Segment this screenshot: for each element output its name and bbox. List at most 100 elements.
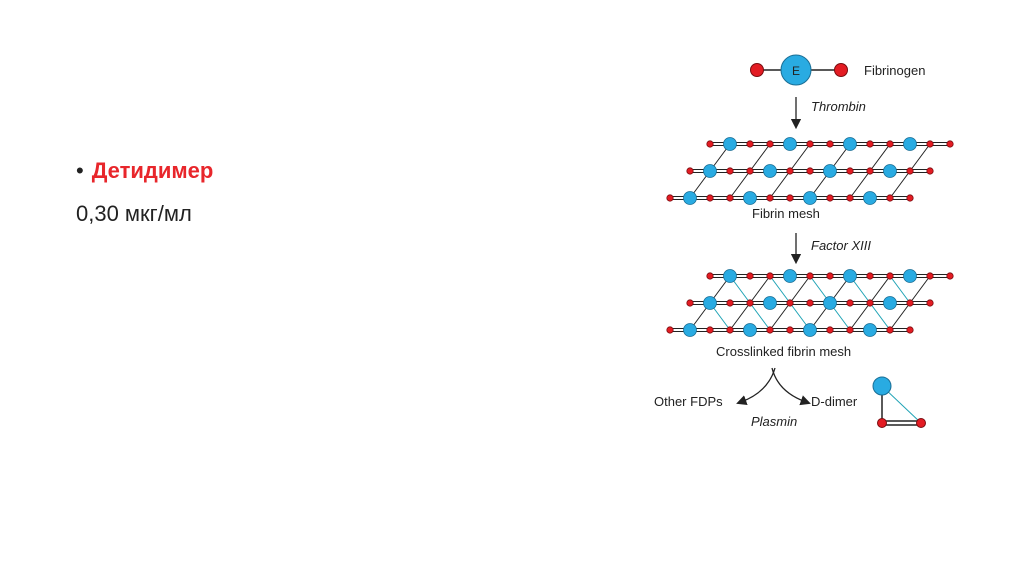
mesh-d-node <box>666 326 674 334</box>
crosslinked-mesh-label: Crosslinked fibrin mesh <box>716 344 851 359</box>
mesh-d-node <box>926 272 934 280</box>
mesh-d-node <box>746 299 754 307</box>
bullet-marker: • <box>76 158 84 183</box>
mesh-d-node <box>706 326 714 334</box>
mesh-d-node <box>766 326 774 334</box>
mesh-d-node <box>926 299 934 307</box>
mesh-d-node <box>786 167 794 175</box>
mesh-d-node <box>866 167 874 175</box>
mesh-d-node <box>746 272 754 280</box>
mesh-d-node <box>906 299 914 307</box>
crosslinked-fibrin-mesh <box>666 269 954 337</box>
mesh-d-node <box>786 326 794 334</box>
thrombin-label: Thrombin <box>811 99 866 114</box>
mesh-d-node <box>866 140 874 148</box>
fibrin-mesh-label: Fibrin mesh <box>752 206 820 221</box>
mesh-e-node <box>783 137 797 151</box>
mesh-e-node <box>863 323 877 337</box>
fibrinogen-label: Fibrinogen <box>864 63 925 78</box>
mesh-d-node <box>906 326 914 334</box>
fibrinogen-d-domain-left <box>750 63 764 77</box>
mesh-d-node <box>866 272 874 280</box>
mesh-d-node <box>806 299 814 307</box>
mesh-d-node <box>826 194 834 202</box>
mesh-d-node <box>706 272 714 280</box>
mesh-e-node <box>683 191 697 205</box>
mesh-e-node <box>883 296 897 310</box>
mesh-d-node <box>686 167 694 175</box>
mesh-d-node <box>706 194 714 202</box>
fibrinogen-center-label: E <box>792 64 800 78</box>
mesh-e-node <box>703 164 717 178</box>
mesh-d-node <box>826 272 834 280</box>
mesh-d-node <box>886 140 894 148</box>
fibrin-mesh <box>666 137 954 205</box>
plasmin-arrow-left <box>736 367 776 406</box>
d-dimer-d-node-right <box>916 418 926 428</box>
mesh-d-node <box>786 194 794 202</box>
fibrinogen-d-domain-right <box>834 63 848 77</box>
mesh-d-node <box>786 299 794 307</box>
mesh-e-node <box>803 323 817 337</box>
mesh-d-node <box>766 194 774 202</box>
mesh-d-node <box>846 299 854 307</box>
plasmin-label: Plasmin <box>751 414 797 429</box>
mesh-e-node <box>703 296 717 310</box>
mesh-d-node <box>906 167 914 175</box>
mesh-e-node <box>823 296 837 310</box>
mesh-d-node <box>726 167 734 175</box>
mesh-d-node <box>806 272 814 280</box>
mesh-d-node <box>846 194 854 202</box>
mesh-d-node <box>826 140 834 148</box>
mesh-d-node <box>746 140 754 148</box>
mesh-e-node <box>763 296 777 310</box>
plasmin-arrow-right <box>771 367 811 406</box>
mesh-e-node <box>843 137 857 151</box>
mesh-e-node <box>803 191 817 205</box>
mesh-d-node <box>806 167 814 175</box>
mesh-e-node <box>743 323 757 337</box>
mesh-d-node <box>686 299 694 307</box>
mesh-e-node <box>783 269 797 283</box>
mesh-e-node <box>903 269 917 283</box>
mesh-e-node <box>903 137 917 151</box>
factor-xiii-label: Factor XIII <box>811 238 871 253</box>
mesh-d-node <box>886 194 894 202</box>
mesh-d-node <box>726 299 734 307</box>
d-dimer-e-node <box>872 376 892 396</box>
mesh-e-node <box>843 269 857 283</box>
mesh-d-node <box>906 194 914 202</box>
mesh-e-node <box>763 164 777 178</box>
d-dimer-label: D-dimer <box>811 394 858 409</box>
mesh-d-node <box>766 272 774 280</box>
d-dimer-fragment <box>872 376 926 428</box>
mesh-d-node <box>846 326 854 334</box>
mesh-d-node <box>706 140 714 148</box>
mesh-d-node <box>746 167 754 175</box>
fibrinogen-molecule: E <box>750 54 848 86</box>
ddimer-value: 0,30 мкг/мл <box>76 201 192 226</box>
mesh-d-node <box>946 140 954 148</box>
mesh-d-node <box>806 140 814 148</box>
mesh-e-node <box>683 323 697 337</box>
bullet-label: Детидимер <box>91 158 214 183</box>
mesh-d-node <box>926 140 934 148</box>
mesh-e-node <box>723 269 737 283</box>
bullet-item: • Детидимер <box>76 158 213 184</box>
mesh-d-node <box>826 326 834 334</box>
mesh-d-node <box>766 140 774 148</box>
mesh-e-node <box>723 137 737 151</box>
d-dimer-d-node-left <box>877 418 887 428</box>
mesh-d-node <box>846 167 854 175</box>
mesh-d-node <box>726 194 734 202</box>
mesh-d-node <box>886 272 894 280</box>
mesh-e-node <box>743 191 757 205</box>
mesh-d-node <box>866 299 874 307</box>
mesh-d-node <box>726 326 734 334</box>
mesh-d-node <box>666 194 674 202</box>
mesh-d-node <box>926 167 934 175</box>
fibrinogen-e-domain <box>780 54 812 86</box>
mesh-e-node <box>823 164 837 178</box>
mesh-e-node <box>883 164 897 178</box>
